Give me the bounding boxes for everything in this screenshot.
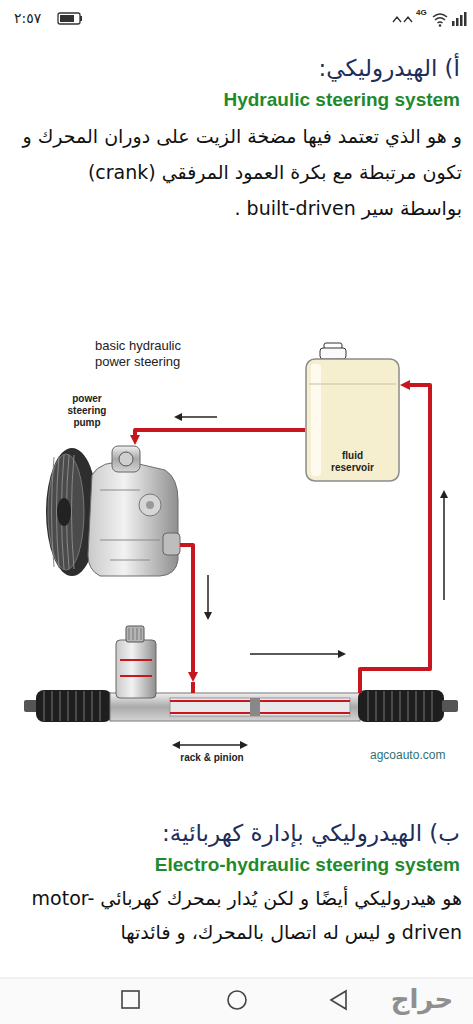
pump-illustration <box>88 462 178 576</box>
rack-illustration <box>368 691 432 721</box>
rack-illustration <box>358 690 444 722</box>
fluid-reservoir: fluid reservoir <box>305 358 400 482</box>
status-bar <box>60 15 74 22</box>
flow-arrow <box>207 575 209 614</box>
pump-illustration <box>52 455 75 569</box>
diagram-title: basic hydraulic power steering <box>95 338 207 370</box>
status-bar <box>464 12 467 26</box>
flow-arrow <box>174 413 182 421</box>
rack-illustration <box>120 660 152 676</box>
fluid-pipe <box>135 430 305 438</box>
pump-illustration <box>139 494 161 516</box>
section-subtitle: Electro-hydraulic steering system <box>10 852 460 877</box>
flow-arrow <box>338 650 346 658</box>
body-text: هو هيدروليكي أيضًا و لكن يُدار بمحرك كهر… <box>10 881 462 949</box>
body-text: و هو الذي تعتمد فيها مضخة الزيت على دورا… <box>10 118 462 190</box>
body-text: بواسطة سير built-driven . <box>10 190 462 226</box>
rack-illustration <box>24 700 38 712</box>
part-label: rack & pinion <box>162 752 262 764</box>
status-bar <box>460 15 463 26</box>
pump-part: power steering pump <box>47 445 180 578</box>
navigation-bar <box>331 991 346 1009</box>
flow-arrow <box>443 496 445 600</box>
status-bar <box>58 13 80 24</box>
flow-arrow <box>204 612 212 620</box>
part-label: fluid reservoir <box>324 450 382 474</box>
fluid-pipe <box>180 545 193 675</box>
pump-illustration <box>146 501 154 509</box>
rack-and-pinion: rack & pinion <box>22 682 462 745</box>
navigation-bar <box>0 978 473 979</box>
rack-illustration <box>442 700 458 712</box>
flow-arrow <box>180 416 217 418</box>
rack-illustration <box>170 698 350 716</box>
rack-illustration <box>36 690 112 722</box>
network-type: 4G <box>416 8 432 18</box>
status-bar <box>439 24 442 27</box>
pump-illustration <box>163 533 180 555</box>
part-label: power steering pump <box>57 393 117 429</box>
status-bar <box>58 12 467 27</box>
status-bar <box>456 18 459 26</box>
pump-illustration <box>48 454 84 570</box>
section-heading: ب) الهيدروليكي بإدارة كهربائية: <box>10 818 460 848</box>
section-subtitle: Hydraulic steering system <box>10 87 460 112</box>
flow-arrow <box>250 653 340 655</box>
rack-illustration <box>250 698 260 716</box>
rack-illustration <box>44 691 100 721</box>
status-time: ٢:٥٧ <box>14 9 64 27</box>
watermark: حراج <box>378 982 466 1016</box>
navigation-bar <box>122 991 139 1008</box>
flow-arrow <box>440 490 448 498</box>
section-heading: أ) الهيدروليكي: <box>10 53 460 83</box>
pump-illustration <box>57 498 71 526</box>
reservoir-cap <box>320 348 346 359</box>
navigation-bar <box>228 991 246 1009</box>
status-bar <box>433 14 447 23</box>
status-bar <box>452 21 455 26</box>
navigation-bar <box>0 978 473 1024</box>
rack-illustration <box>126 626 144 642</box>
status-bar <box>393 17 412 22</box>
span-arrow <box>240 741 248 749</box>
status-bar <box>80 16 82 21</box>
reservoir-shape <box>311 364 321 476</box>
span-arrow <box>178 744 242 745</box>
span-arrow <box>172 741 248 749</box>
reservoir-shape <box>309 384 396 385</box>
span-arrow <box>172 741 180 749</box>
navigation-bar <box>0 978 473 1024</box>
rack-illustration <box>24 626 458 722</box>
pump-illustration <box>112 446 140 472</box>
rack-illustration <box>193 682 360 693</box>
pump-illustration <box>46 446 180 576</box>
source-url: agcoauto.com <box>370 747 465 763</box>
pump-illustration <box>100 490 160 560</box>
rack-illustration <box>116 640 156 698</box>
pump-illustration <box>119 452 133 466</box>
reservoir-shape <box>306 359 399 481</box>
reservoir-cap <box>320 343 346 359</box>
rack-illustration <box>129 628 141 640</box>
